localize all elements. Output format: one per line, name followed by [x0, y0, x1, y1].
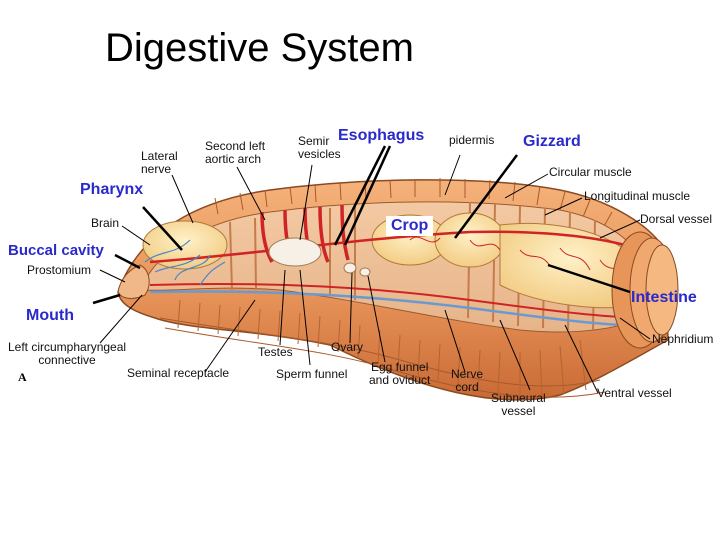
- label-pharynx: Pharynx: [80, 181, 144, 198]
- label-nephridium: Nephridium: [652, 332, 714, 346]
- page-title: Digestive System: [105, 26, 414, 70]
- label-second-left-aortic-arch: Second left aortic arch: [205, 139, 266, 166]
- body-segments-top: [214, 178, 613, 229]
- highlight-leaders: [92, 145, 631, 305]
- ventral-vessel-line: [149, 282, 651, 319]
- label-seminal-vesicles: Semir vesicles: [298, 134, 341, 161]
- label-circular-muscle: Circular muscle: [549, 165, 632, 179]
- label-ovary: Ovary: [331, 340, 364, 354]
- label-longitudinal-muscle: Longitudinal muscle: [584, 189, 691, 203]
- label-intestine: Intestine: [631, 289, 697, 306]
- prostomium-organ: [117, 264, 150, 299]
- label-mouth: Mouth: [26, 307, 74, 324]
- label-lateral-nerve: Lateral nerve: [141, 149, 178, 176]
- tail-rings: [611, 231, 679, 349]
- label-ventral-vessel: Ventral vessel: [597, 386, 672, 400]
- nerves: [144, 239, 226, 286]
- label-sperm-funnel: Sperm funnel: [276, 367, 348, 381]
- leader-lines: [99, 154, 651, 394]
- label-epidermis: pidermis: [449, 133, 495, 147]
- label-crop: Crop: [386, 216, 434, 236]
- label-egg-funnel: Egg funnel and oviduct: [369, 360, 431, 387]
- dorsal-vessel: [149, 230, 656, 264]
- label-prostomium: Prostomium: [27, 263, 92, 277]
- seminal-vesicle-organ: [268, 237, 322, 267]
- label-buccal-cavity: Buccal cavity: [8, 242, 104, 259]
- label-left-circumpharyngeal: Left circumpharyngeal connective: [8, 340, 127, 367]
- label-esophagus: Esophagus: [338, 127, 425, 144]
- label-seminal-receptacle: Seminal receptacle: [127, 366, 230, 380]
- label-nerve-cord: Nerve cord: [451, 367, 484, 394]
- label-gizzard: Gizzard: [523, 133, 581, 150]
- label-brain: Brain: [91, 216, 120, 230]
- label-dorsal-vessel: Dorsal vessel: [640, 212, 713, 226]
- figure-letter: A: [18, 370, 27, 384]
- label-testes: Testes: [258, 345, 293, 359]
- body-segments-bottom: [159, 317, 606, 398]
- nerve-cord-line: [149, 290, 651, 328]
- label-subneural-vessel: Subneural vessel: [491, 391, 546, 418]
